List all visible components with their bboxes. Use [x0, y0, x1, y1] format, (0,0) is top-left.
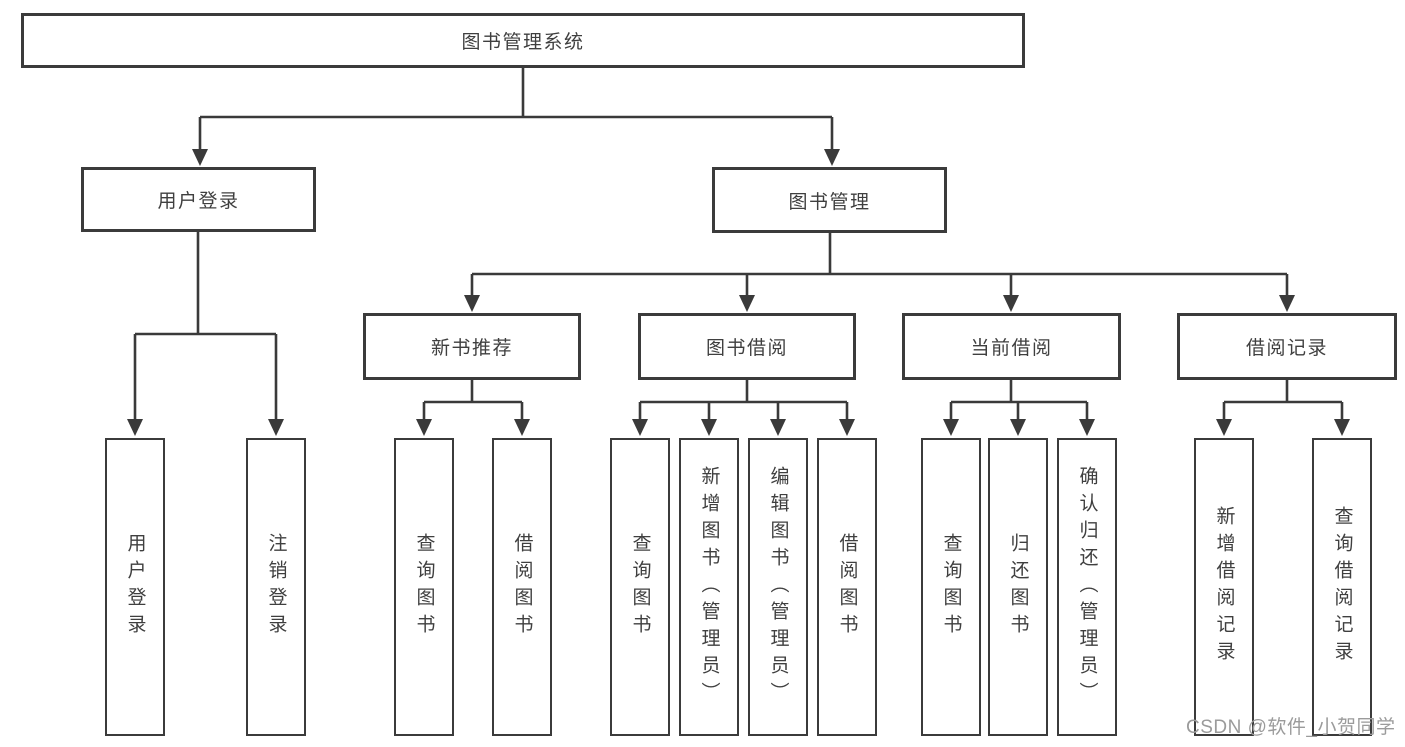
connector-book-management: [470, 233, 1289, 296]
node-label: 注销登录: [265, 533, 287, 641]
node-label: 查询图书: [940, 533, 962, 641]
arrowhead: [1003, 295, 1019, 312]
node-label: 新增图书（管理员）: [698, 465, 720, 709]
node-label: 图书管理: [788, 191, 871, 213]
node-label: 借阅记录: [1245, 338, 1328, 359]
node-new-book-recommend: 新书推荐: [363, 313, 581, 380]
arrowhead: [1279, 295, 1295, 312]
node-label: 新增借阅记录: [1213, 506, 1235, 668]
node-label: 归还图书: [1007, 533, 1029, 641]
arrowhead: [839, 419, 855, 436]
node-label: 新书推荐: [430, 338, 513, 359]
node-current-borrow: 当前借阅: [902, 313, 1121, 380]
leaf-add-book-admin: 新增图书（管理员）: [679, 438, 739, 736]
node-label: 查询图书: [629, 533, 651, 641]
arrowhead: [824, 149, 840, 166]
arrowhead: [632, 419, 648, 436]
node-label: 用户登录: [124, 533, 146, 641]
node-label: 图书管理系统: [461, 32, 585, 53]
arrowhead: [1216, 419, 1232, 436]
arrowhead: [464, 295, 480, 312]
arrowhead: [770, 419, 786, 436]
node-label: 查询借阅记录: [1331, 506, 1353, 668]
connector-root: [198, 68, 834, 150]
arrowhead: [416, 419, 432, 436]
connector-user-login: [133, 232, 278, 420]
leaf-query-books-recommend: 查询图书: [394, 438, 454, 736]
node-root: 图书管理系统: [21, 13, 1025, 68]
node-book-management: 图书管理: [712, 167, 947, 233]
watermark: CSDN @软件_小贺同学: [1186, 717, 1396, 738]
node-label: 查询图书: [413, 533, 435, 641]
leaf-logout: 注销登录: [246, 438, 306, 736]
arrowhead: [514, 419, 530, 436]
node-label: 借阅图书: [836, 533, 858, 641]
arrowhead: [127, 419, 143, 436]
arrowhead: [1334, 419, 1350, 436]
leaf-edit-book-admin: 编辑图书（管理员）: [748, 438, 808, 736]
node-label: 用户登录: [157, 191, 240, 212]
node-user-login: 用户登录: [81, 167, 316, 232]
leaf-borrow-books: 借阅图书: [817, 438, 877, 736]
arrowhead: [739, 295, 755, 312]
connector-book-borrow: [638, 380, 849, 420]
node-label: 图书借阅: [705, 338, 788, 359]
node-book-borrow: 图书借阅: [638, 313, 856, 380]
arrowhead: [1079, 419, 1095, 436]
leaf-query-books-current: 查询图书: [921, 438, 981, 736]
leaf-query-books-borrow: 查询图书: [610, 438, 670, 736]
node-label: 编辑图书（管理员）: [767, 465, 789, 709]
node-label: 借阅图书: [511, 533, 533, 641]
connector-borrow-records: [1222, 380, 1344, 420]
arrowhead: [192, 149, 208, 166]
connector-new-book-recommend: [422, 380, 524, 420]
leaf-query-borrow-record: 查询借阅记录: [1312, 438, 1372, 736]
leaf-user-login: 用户登录: [105, 438, 165, 736]
leaf-confirm-return-admin: 确认归还（管理员）: [1057, 438, 1117, 736]
leaf-add-borrow-record: 新增借阅记录: [1194, 438, 1254, 736]
node-label: 当前借阅: [970, 338, 1053, 359]
leaf-return-book: 归还图书: [988, 438, 1048, 736]
node-label: 确认归还（管理员）: [1076, 465, 1098, 709]
connector-current-borrow: [949, 380, 1089, 420]
arrowhead: [943, 419, 959, 436]
arrowhead: [701, 419, 717, 436]
node-borrow-records: 借阅记录: [1177, 313, 1397, 380]
arrowhead: [268, 419, 284, 436]
leaf-borrow-books-recommend: 借阅图书: [492, 438, 552, 736]
arrowhead: [1010, 419, 1026, 436]
